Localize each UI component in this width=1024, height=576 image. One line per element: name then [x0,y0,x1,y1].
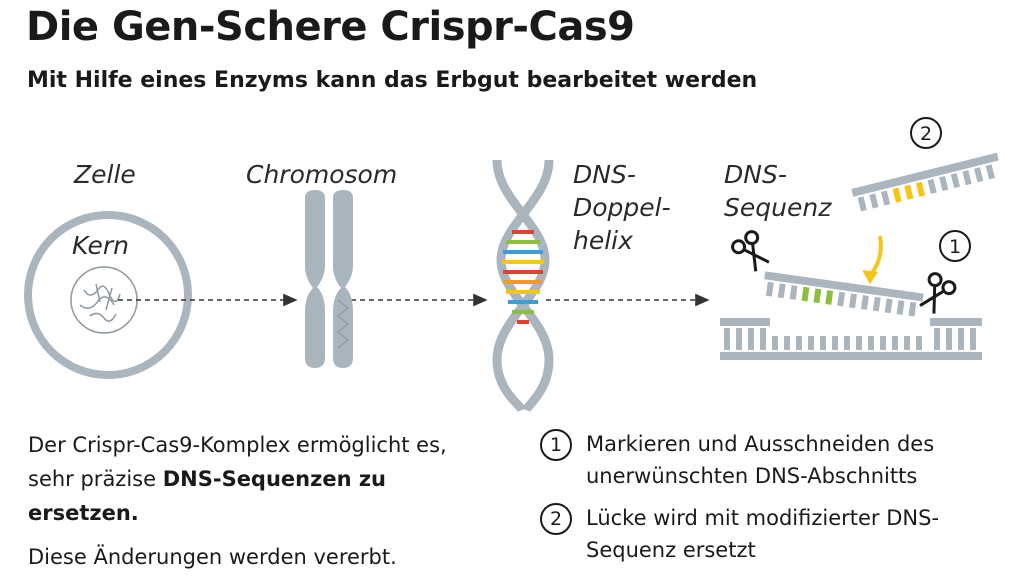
excised-segment [764,271,924,317]
cell-label: Zelle [73,160,136,189]
page-title: Die Gen-Schere Crispr-Cas9 [26,4,635,50]
helix-label-line1: DNS- [573,160,636,189]
page-subtitle: Mit Hilfe eines Enzyms kann das Erbgut b… [27,68,758,93]
marker-2: 2 [910,117,942,149]
step-text: Lücke wird mit modifizierter DNS-Sequenz… [586,506,940,562]
chromosome-diagram [305,190,353,368]
description: Der Crispr-Cas9-Komplex ermöglicht es, s… [28,428,498,574]
double-helix-diagram [492,159,554,413]
step-number: 2 [540,503,572,535]
nucleus-label: Kern [72,231,129,260]
steps-list: 1 Markieren und Ausschneiden des unerwün… [540,428,1010,576]
scissors-icon [731,230,770,272]
step-2: 2 Lücke wird mit modifizierter DNS-Seque… [540,502,1010,566]
sequence-label-line1: DNS- [724,160,787,189]
description-inheritance: Diese Änderungen werden vererbt. [28,545,397,569]
marker-1: 1 [939,230,971,262]
helix-label-line3: helix [573,226,633,255]
step-number: 1 [540,429,572,461]
step-1: 1 Markieren und Ausschneiden des unerwün… [540,428,1010,492]
dna-sequence-strand [720,318,982,360]
cell-diagram: Kern [24,211,192,379]
insert-arrow-icon [862,235,883,284]
step-text: Markieren und Ausschneiden des unerwünsc… [586,432,935,488]
replacement-segment [851,152,999,212]
helix-label-line2: Doppel- [573,193,671,222]
svg-text:2: 2 [920,123,932,145]
description-plain: Der Crispr-Cas9-Komplex ermöglicht es, s… [28,433,447,491]
sequence-label-line2: Sequenz [724,193,832,222]
description-main: Der Crispr-Cas9-Komplex ermöglicht es, s… [28,428,498,530]
description-bold: DNS-Sequenzen zu ersetzen. [28,467,387,525]
svg-text:1: 1 [949,236,961,258]
chromosome-label: Chromosom [246,160,397,189]
scissors-icon [919,272,957,314]
